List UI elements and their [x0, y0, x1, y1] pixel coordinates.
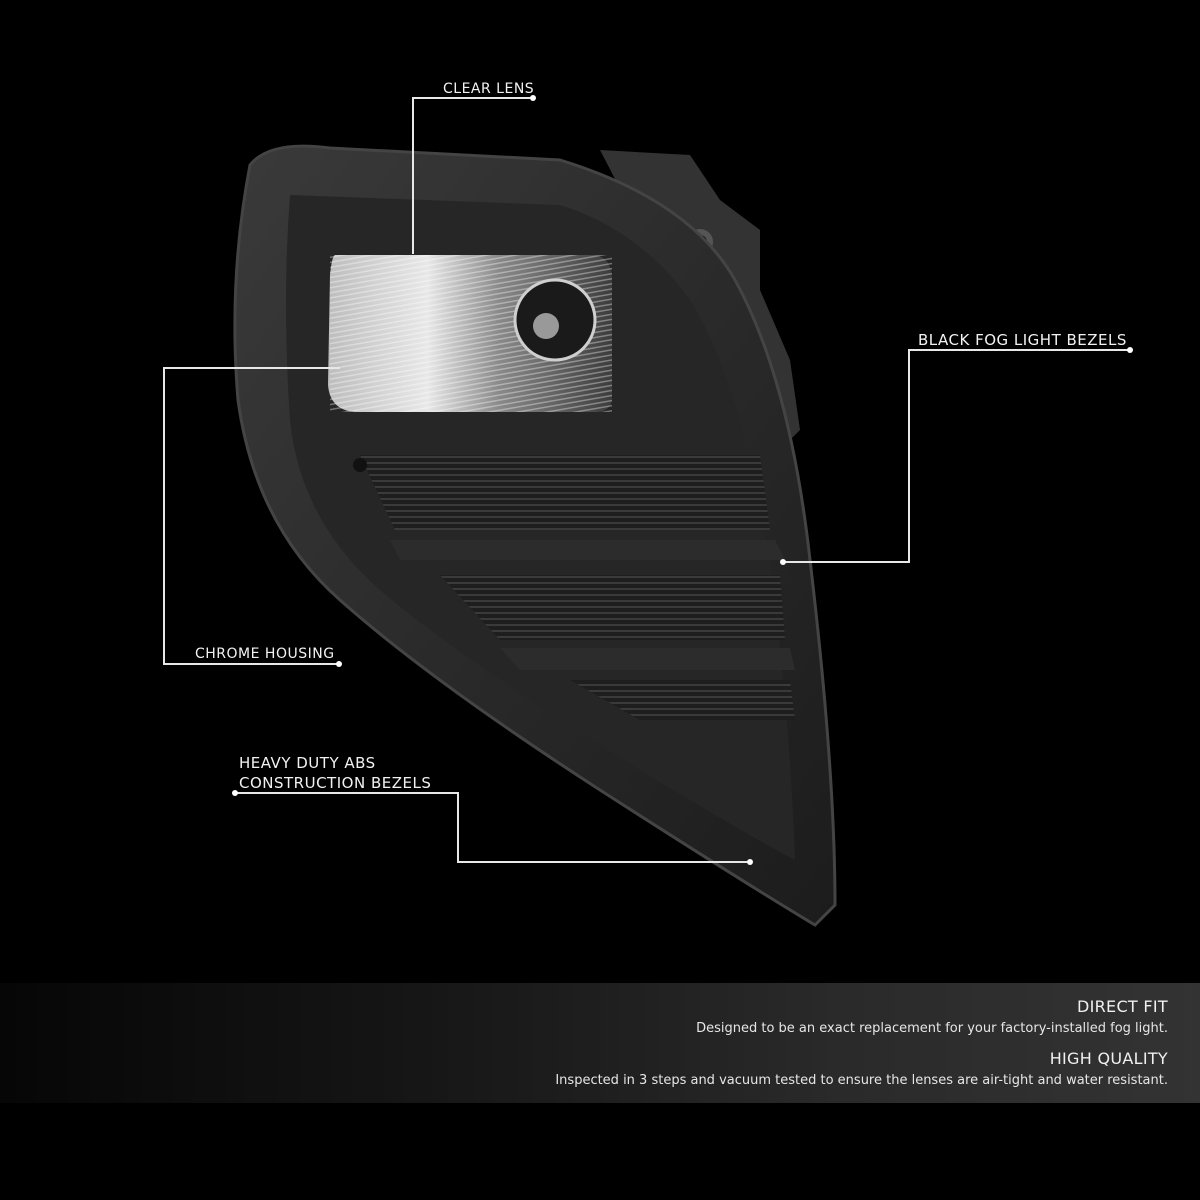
feature-description: Inspected in 3 steps and vacuum tested t…: [555, 1073, 1168, 1088]
callout-line-abs-v: [457, 792, 459, 862]
feature-description: Designed to be an exact replacement for …: [696, 1021, 1168, 1036]
callout-dot-abs-end: [747, 859, 753, 865]
callout-line-abs-h2: [457, 861, 750, 863]
callout-dot-bezels-end: [780, 559, 786, 565]
callout-chrome-housing: CHROME HOUSING: [195, 646, 335, 662]
feature-high-quality: HIGH QUALITY Inspected in 3 steps and va…: [555, 1049, 1168, 1088]
callout-dot-abs-start: [232, 790, 238, 796]
fog-light-image: [233, 144, 837, 927]
callout-dot-bezels: [1127, 347, 1133, 353]
callout-line-bezels-h2: [784, 561, 910, 563]
callout-clear-lens: CLEAR LENS: [443, 81, 535, 97]
feature-title: HIGH QUALITY: [1049, 1049, 1168, 1068]
callout-black-bezels: BLACK FOG LIGHT BEZELS: [918, 331, 1127, 349]
feature-title: DIRECT FIT: [1077, 997, 1168, 1016]
callout-abs-line1: HEAVY DUTY ABS: [239, 754, 376, 772]
callout-line-chrome-v: [163, 367, 165, 664]
feature-direct-fit: DIRECT FIT Designed to be an exact repla…: [696, 997, 1168, 1036]
callout-line-chrome-top: [163, 367, 340, 369]
callout-line-abs-h: [235, 792, 458, 794]
callout-line-chrome-bottom: [163, 663, 338, 665]
callout-dot-chrome: [336, 661, 342, 667]
callout-dot-clear-lens: [530, 95, 536, 101]
feature-banner: DIRECT FIT Designed to be an exact repla…: [0, 983, 1200, 1103]
callout-line-clear-lens: [412, 97, 414, 254]
callout-line-bezels-v: [908, 349, 910, 562]
callout-line-clear-lens-h: [412, 97, 533, 99]
callout-abs-line2: CONSTRUCTION BEZELS: [239, 774, 432, 792]
callout-line-bezels-h: [908, 349, 1130, 351]
